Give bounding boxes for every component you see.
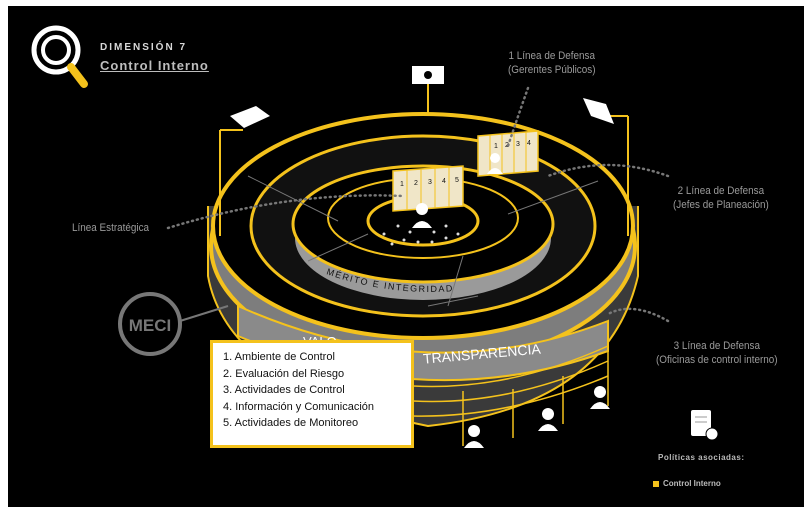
third-line-label: 3 Línea de Defensa (Oficinas de control … xyxy=(656,339,778,367)
dimension-label: DIMENSIÓN 7 xyxy=(100,42,188,53)
page-title: Control Interno xyxy=(100,58,209,73)
svg-text:1: 1 xyxy=(400,181,404,188)
first-line-label: 1 Línea de Defensa (Gerentes Públicos) xyxy=(508,49,595,77)
first-line-title: 1 Línea de Defensa xyxy=(508,50,595,62)
policy-bullet-icon xyxy=(653,480,659,487)
svg-text:1: 1 xyxy=(494,143,498,150)
meci-label: MECI xyxy=(129,316,172,335)
panel-strategic: 1 2 3 4 5 xyxy=(392,165,464,212)
third-line-title: 3 Línea de Defensa xyxy=(673,340,761,352)
policies-title: Políticas asociadas: xyxy=(658,453,745,462)
panel-first-line: 1 2 3 4 xyxy=(477,130,539,177)
camera-icons xyxy=(219,66,629,236)
components-box: 1. Ambiente de Control 2. Evaluación del… xyxy=(210,340,414,448)
svg-text:4: 4 xyxy=(442,178,446,185)
lower-grid xyxy=(412,345,609,446)
svg-text:3: 3 xyxy=(516,141,520,148)
second-line-label: 2 Línea de Defensa (Jefes de Planeación) xyxy=(673,184,769,212)
svg-text:4: 4 xyxy=(527,140,531,147)
person-icons xyxy=(412,153,610,448)
strategic-line-label: Línea Estratégica xyxy=(72,222,150,234)
first-line-subtitle: (Gerentes Públicos) xyxy=(508,64,596,76)
component-item: 5. Actividades de Monitoreo xyxy=(223,417,359,429)
sector-lines xyxy=(247,175,599,307)
svg-text:3: 3 xyxy=(428,179,432,186)
magnifier-icon xyxy=(31,25,88,88)
component-item: 2. Evaluación del Riesgo xyxy=(223,367,345,380)
meci-connector xyxy=(179,305,229,322)
second-line-subtitle: (Jefes de Planeación) xyxy=(673,199,769,211)
diagram-canvas: MÉRITO E INTEGRIDAD VALO TRANSPARENCIA 1… xyxy=(8,6,804,507)
policy-item: Control Interno xyxy=(653,479,721,488)
policy-item-label: Control Interno xyxy=(663,479,721,488)
document-icon xyxy=(691,410,719,441)
leader-lines xyxy=(166,86,670,323)
component-item: 3. Actividades de Control xyxy=(223,384,345,396)
svg-text:5: 5 xyxy=(455,177,459,184)
svg-text:2: 2 xyxy=(414,180,418,187)
second-line-title: 2 Línea de Defensa xyxy=(677,185,765,197)
component-item: 1. Ambiente de Control xyxy=(223,351,335,363)
component-item: 4. Información y Comunicación xyxy=(223,400,375,413)
meci-seal xyxy=(118,292,182,356)
third-line-subtitle: (Oficinas de control interno) xyxy=(656,354,778,366)
